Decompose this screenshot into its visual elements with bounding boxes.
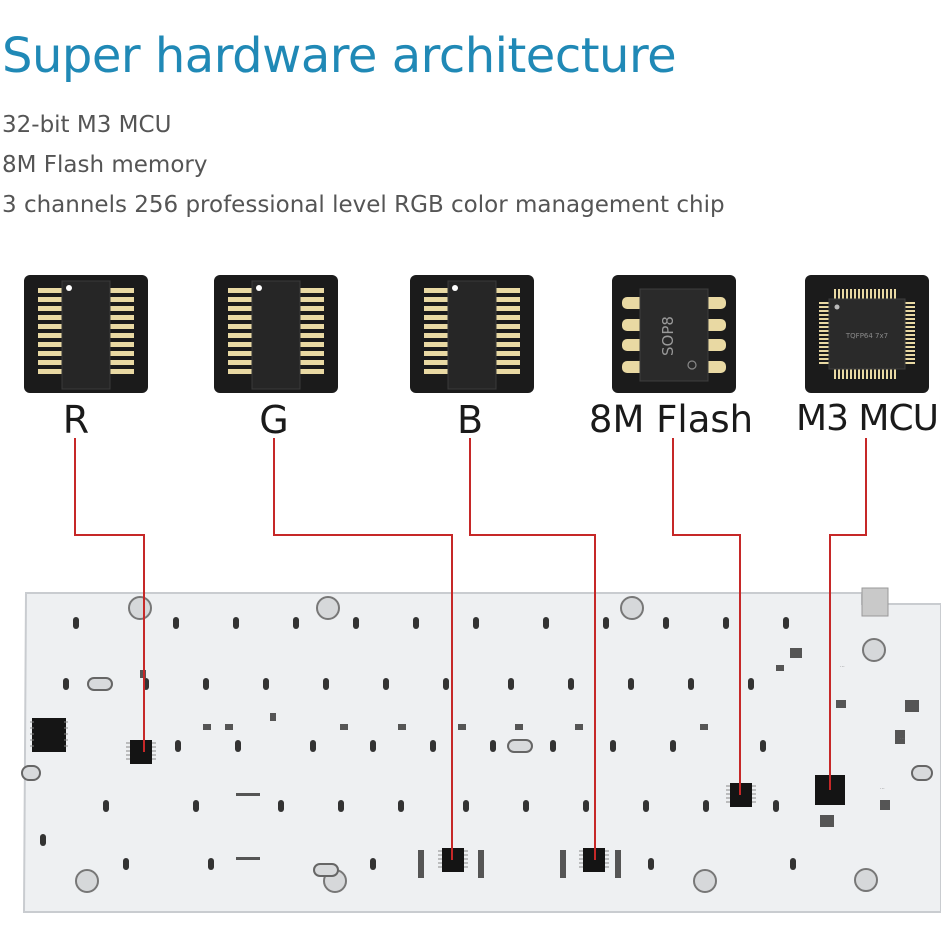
chip-r-icon	[23, 274, 149, 394]
svg-text:⋯: ⋯	[840, 664, 845, 670]
chip-label-b: B	[456, 398, 484, 442]
spec-line-mcu: 32-bit M3 MCU	[2, 112, 172, 138]
connector-flash	[672, 438, 741, 795]
connector-mcu	[829, 438, 867, 790]
svg-text:⋯: ⋯	[900, 736, 905, 742]
spec-line-flash: 8M Flash memory	[2, 152, 208, 178]
connector-lines	[74, 438, 867, 860]
chip-label-g: G	[259, 398, 289, 442]
connector-r	[74, 438, 145, 752]
chip-g-icon	[213, 274, 339, 394]
chip-label-r: R	[62, 398, 90, 442]
connector-g	[273, 438, 453, 860]
chip-label-mcu: M3 MCU	[796, 398, 939, 439]
spec-line-rgb: 3 channels 256 professional level RGB co…	[2, 192, 725, 218]
chip-flash-package-text: SOP8	[659, 316, 677, 356]
connector-b	[469, 438, 596, 860]
chip-b-icon	[409, 274, 535, 394]
svg-text:⋯: ⋯	[880, 786, 885, 792]
chip-label-flash: 8M Flash	[588, 398, 754, 441]
chip-mcu-package-text: TQFP64 7x7	[845, 332, 888, 340]
pcb-board: ⋯ ⋯ ⋯	[21, 587, 941, 913]
page-title: Super hardware architecture	[2, 28, 677, 84]
